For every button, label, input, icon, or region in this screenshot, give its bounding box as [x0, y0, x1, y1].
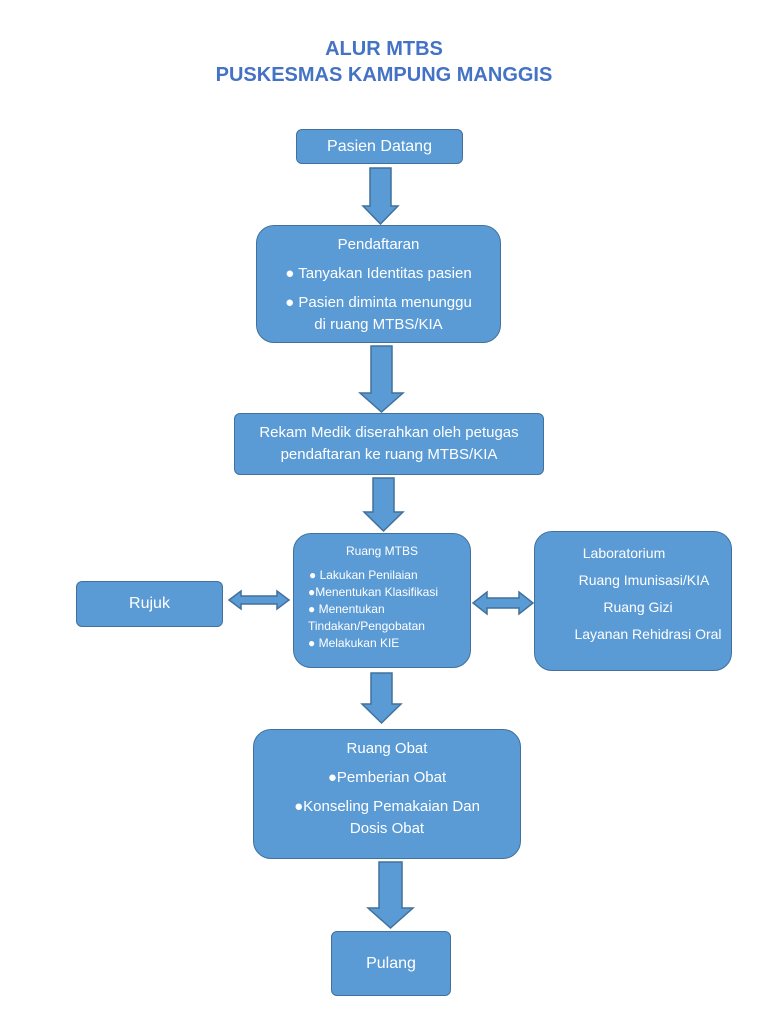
step-pulang: Pulang — [331, 931, 451, 996]
ruang-mtbs-heading: Ruang MTBS — [345, 544, 419, 558]
ruang-mtbs-item-3b: Tindakan/Pengobatan — [308, 619, 425, 633]
step-rekam-medik: Rekam Medik diserahkan oleh petugas pend… — [234, 413, 544, 475]
arrow-down-2 — [358, 345, 405, 414]
step-ruang-mtbs: Ruang MTBS ● Lakukan Penilaian ●Menentuk… — [293, 533, 471, 668]
arrow-down-1 — [361, 167, 400, 226]
pendaftaran-item-2a: ● Pasien diminta menunggu — [285, 294, 472, 311]
pasien-datang-label: Pasien Datang — [327, 138, 432, 155]
step-ruang-obat: Ruang Obat ●Pemberian Obat ●Konseling Pe… — [253, 729, 521, 859]
rujuk-label: Rujuk — [129, 595, 170, 612]
arrow-down-4 — [360, 672, 403, 725]
pulang-label: Pulang — [366, 955, 416, 972]
ruang-mtbs-item-4: ● Melakukan KIE — [308, 636, 400, 650]
ruang-obat-heading: Ruang Obat — [346, 740, 428, 757]
ruang-mtbs-item-2: ●Menentukan Klasifikasi — [308, 585, 438, 599]
arrow-down-5 — [366, 861, 415, 930]
ruang-obat-item-2b: Dosis Obat — [349, 820, 425, 837]
layanan-item-4: Layanan Rehidrasi Oral — [574, 626, 722, 642]
title-line-1: ALUR MTBS — [325, 38, 443, 60]
layanan-item-2: Ruang Imunisasi/KIA — [578, 572, 710, 588]
ruang-mtbs-item-1: ● Lakukan Penilaian — [309, 568, 418, 582]
rekam-medik-line-1: Rekam Medik diserahkan oleh petugas — [259, 424, 519, 441]
layanan-item-3: Ruang Gizi — [603, 599, 673, 615]
step-pendaftaran: Pendaftaran ● Tanyakan Identitas pasien … — [256, 225, 501, 343]
layanan-item-1: Laboratorium — [582, 545, 666, 561]
step-layanan: Laboratorium Ruang Imunisasi/KIA Ruang G… — [534, 531, 732, 671]
title-line-2: PUSKESMAS KAMPUNG MANGGIS — [215, 64, 553, 86]
step-rujuk: Rujuk — [76, 581, 223, 627]
arrow-double-left — [227, 589, 291, 611]
pendaftaran-heading: Pendaftaran — [337, 236, 420, 253]
step-pasien-datang: Pasien Datang — [296, 129, 463, 164]
ruang-mtbs-item-3a: ● Menentukan — [308, 602, 385, 616]
arrow-down-3 — [362, 477, 405, 533]
diagram-title: ALUR MTBS PUSKESMAS KAMPUNG MANGGIS — [0, 36, 768, 88]
rekam-medik-line-2: pendaftaran ke ruang MTBS/KIA — [280, 446, 498, 463]
pendaftaran-item-2b: di ruang MTBS/KIA — [314, 316, 443, 333]
ruang-obat-item-1: ●Pemberian Obat — [327, 769, 447, 786]
arrow-double-right — [471, 590, 535, 616]
pendaftaran-item-1: ● Tanyakan Identitas pasien — [285, 265, 472, 282]
ruang-obat-item-2a: ●Konseling Pemakaian Dan — [294, 798, 480, 815]
